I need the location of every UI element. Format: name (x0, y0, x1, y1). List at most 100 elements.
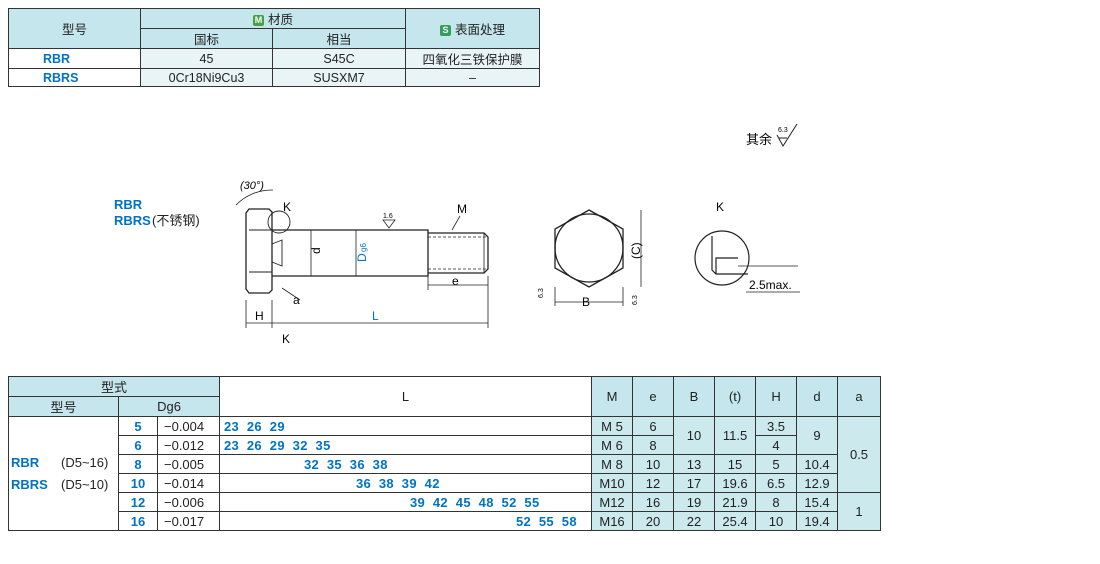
mat-cell-standard: 45 (140, 48, 273, 69)
material-badge-icon: M (253, 15, 264, 26)
cell-b: 19 (673, 492, 716, 512)
mat-cell-surface: 四氧化三铁保护膜 (405, 48, 541, 69)
header-m: M (591, 376, 634, 417)
series-label-rbr: RBR (114, 197, 143, 212)
header-a: a (837, 376, 882, 417)
cell-d: 10 (118, 473, 158, 493)
cell-tol: −0.006 (156, 492, 221, 512)
cell-e: 20 (632, 511, 675, 531)
cell-d: 6 (118, 435, 158, 455)
table-row: RBR 45 S45C 四氧化三铁保护膜 (8, 48, 541, 69)
technical-drawing: 其余 6.3 RBR RBRS (不锈钢) (114, 123, 800, 346)
cell-d-val: 12.9 (796, 473, 839, 493)
cell-e: 16 (632, 492, 675, 512)
mat-cell-surface: – (405, 68, 541, 87)
mat-cell-model: RBR (8, 48, 141, 69)
series-label-rbrs: RBRS (114, 213, 151, 228)
dg6-sub-label: g6 (359, 243, 368, 252)
series-label-rbrs-suffix: (不锈钢) (152, 213, 200, 228)
table-row: 8 −0.005 32 35 36 38 M 8 10 13 15 5 10.4 (9, 454, 881, 474)
surface-badge-icon: S (440, 25, 451, 36)
dimension-lines (235, 189, 489, 328)
cell-l: 23 26 29 (219, 416, 593, 436)
table-row: RBR(D5~16) RBRS(D5~10) 5 −0.004 23 26 29… (8, 416, 882, 531)
dg6-label: D (355, 253, 369, 262)
k-bottom-label: K (282, 332, 290, 346)
roughness-symbol-icon (776, 123, 798, 147)
header-b: B (673, 376, 716, 417)
c-label: (C) (629, 242, 643, 259)
finish-triangle-icon (382, 219, 396, 229)
cell-e: 6 (632, 416, 675, 436)
header-model: 型号 (8, 396, 119, 417)
angle-label: (30°) (240, 180, 264, 192)
cell-m: M12 (591, 492, 634, 512)
l-label: L (372, 309, 379, 323)
cell-a: 1 (837, 492, 882, 531)
cell-t: 15 (714, 454, 757, 474)
table-row: 16 −0.017 52 55 58 M16 20 22 25.4 10 19.… (9, 511, 881, 531)
cell-m: M16 (591, 511, 634, 531)
cell-t: 25.4 (714, 511, 757, 531)
e-label: e (452, 274, 459, 288)
cell-l: 23 26 29 32 35 (219, 435, 593, 455)
finish-63a-label: 6.3 (538, 288, 545, 298)
series-cell: RBR(D5~16) RBRS(D5~10) (8, 416, 119, 531)
k-top-label: K (283, 200, 291, 214)
mat-cell-standard: 0Cr18Ni9Cu3 (140, 68, 273, 87)
roughness-note: 其余 (746, 132, 772, 147)
table-row: RBRS 0Cr18Ni9Cu3 SUSXM7 – (8, 68, 541, 87)
detail-dim-label: 2.5max. (749, 278, 792, 292)
cell-h: 5 (755, 454, 798, 474)
m-label: M (457, 202, 467, 216)
cell-d: 12 (118, 492, 158, 512)
table-row: 12 −0.006 39 42 45 48 52 55 M12 16 19 21… (9, 492, 882, 531)
cell-t: 11.5 (714, 416, 757, 455)
spec-table: 型式 L M e B (t) H d a 型号 Dg6 RBR(D5~16) R… (7, 376, 882, 531)
detail-k-view (694, 230, 800, 293)
mat-header-model: 型号 (8, 8, 141, 49)
cell-m: M 6 (591, 435, 634, 455)
detail-k-label: K (716, 200, 724, 214)
cell-e: 10 (632, 454, 675, 474)
mat-header-standard: 国标 (140, 28, 273, 49)
cell-e: 12 (632, 473, 675, 493)
h-label: H (255, 309, 264, 323)
cell-d: 8 (118, 454, 158, 474)
header-d: d (796, 376, 839, 417)
cell-b: 17 (673, 473, 716, 493)
cell-t: 21.9 (714, 492, 757, 512)
cell-m: M10 (591, 473, 634, 493)
mat-cell-equivalent: S45C (271, 48, 407, 69)
cell-l: 36 38 39 42 (219, 473, 593, 493)
finish-63b-label: 6.3 (632, 295, 639, 305)
cell-tol: −0.012 (156, 435, 221, 455)
cell-tol: −0.004 (156, 416, 221, 436)
cell-tol: −0.014 (156, 473, 221, 493)
cell-d: 5 (118, 416, 158, 436)
cell-m: M 8 (591, 454, 634, 474)
cell-b: 22 (673, 511, 716, 531)
bolt-side-view (245, 208, 489, 294)
table-row: 6 −0.012 23 26 29 32 35 M 6 8 4 (9, 435, 881, 455)
cell-d: 16 (118, 511, 158, 531)
mat-header-equivalent: 相当 (271, 28, 407, 49)
header-e: e (632, 376, 675, 417)
cell-h: 8 (755, 492, 798, 512)
cell-b: 10 (673, 416, 716, 455)
header-type: 型式 (7, 376, 221, 397)
a-label: a (293, 293, 300, 307)
hex-end-view (554, 209, 642, 306)
table-row: 10 −0.014 36 38 39 42 M10 12 17 19.6 6.5… (9, 473, 881, 493)
mat-cell-equivalent: SUSXM7 (271, 68, 407, 87)
cell-h: 10 (755, 511, 798, 531)
d-label: d (309, 247, 323, 254)
cell-m: M 5 (591, 416, 634, 436)
cell-e: 8 (632, 435, 675, 455)
finish-16-label: 1.6 (383, 213, 393, 220)
cell-l: 39 42 45 48 52 55 (219, 492, 593, 512)
cell-h: 4 (755, 435, 798, 455)
